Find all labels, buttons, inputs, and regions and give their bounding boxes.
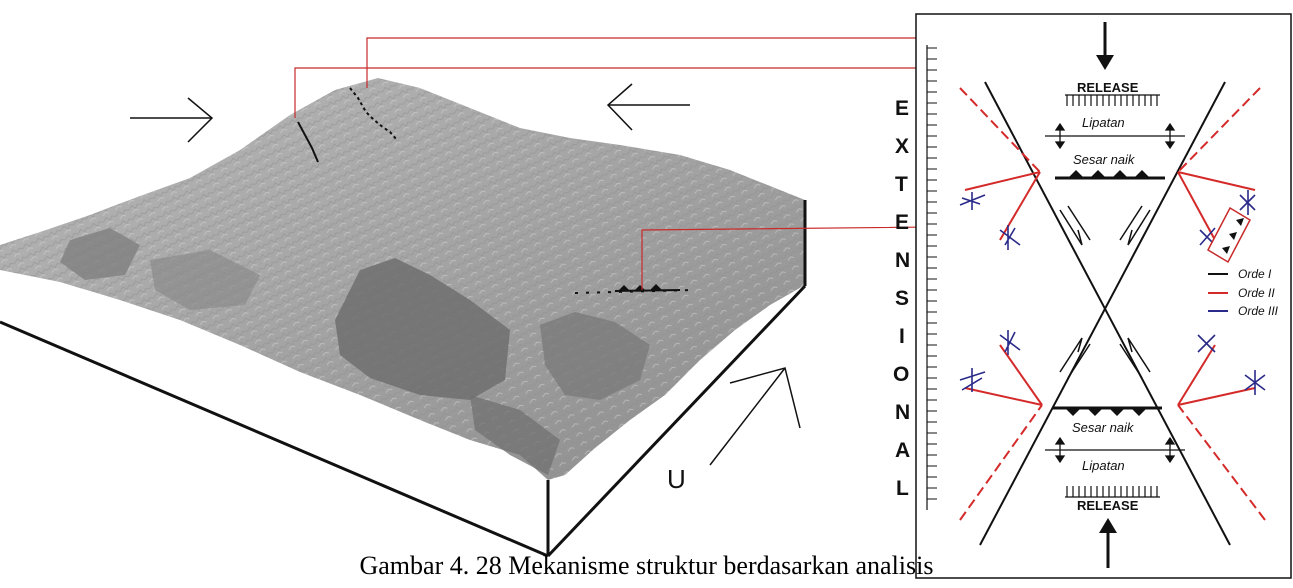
dark-relief bbox=[470, 395, 560, 475]
lipatan-bottom-label: Lipatan bbox=[1082, 458, 1125, 473]
thrust-fault-terrain bbox=[574, 284, 696, 294]
fault-trace-west bbox=[297, 121, 319, 163]
thrust-box-right bbox=[1207, 206, 1251, 264]
dark-relief bbox=[335, 258, 510, 400]
sigma1-arrow-top bbox=[1096, 22, 1114, 70]
north-label: U bbox=[667, 464, 686, 494]
strain-panel: E X T E N S I O N A L bbox=[893, 13, 1292, 579]
ext-letter: O bbox=[893, 363, 909, 386]
ext-letter: N bbox=[895, 249, 910, 272]
second-order-fault bbox=[959, 87, 1041, 173]
extensional-label: E X T E N S I O N A L bbox=[893, 97, 910, 500]
block-front-right-edge bbox=[546, 284, 807, 558]
strain-panel-frame bbox=[915, 13, 1292, 579]
thrust-symbol-bottom bbox=[1052, 406, 1162, 416]
ext-letter: A bbox=[895, 439, 910, 462]
dark-relief bbox=[150, 250, 260, 310]
ext-letter: E bbox=[895, 211, 909, 234]
ext-letter: T bbox=[895, 173, 908, 196]
sigma1-arrow-bottom bbox=[1099, 518, 1117, 568]
compression-arrow-left bbox=[130, 97, 214, 143]
figure-caption: Gambar 4. 28 Mekanisme struktur berdasar… bbox=[359, 551, 934, 580]
thrust-symbol-top bbox=[1055, 170, 1165, 180]
second-order-fault bbox=[1177, 87, 1261, 173]
second-order-shears bbox=[964, 171, 1256, 406]
main-fault-b bbox=[979, 81, 1226, 546]
release-comb-bottom bbox=[1065, 486, 1160, 498]
second-order-fault bbox=[959, 404, 1043, 521]
ext-letter: S bbox=[895, 287, 909, 310]
fault-trace-east bbox=[349, 87, 398, 141]
ext-letter: L bbox=[896, 477, 909, 500]
main-fault-a bbox=[984, 81, 1231, 546]
release-bottom-label: RELEASE bbox=[1077, 498, 1139, 513]
shear-sense-arrows bbox=[1059, 205, 1151, 379]
compression-arrow-right bbox=[606, 83, 690, 131]
sesar-naik-top-label: Sesar naik bbox=[1073, 152, 1136, 167]
legend-label: Orde II bbox=[1238, 286, 1275, 300]
ext-letter: E bbox=[895, 97, 909, 120]
third-order-extension-symbols bbox=[959, 190, 1266, 395]
release-top-label: RELEASE bbox=[1077, 80, 1139, 95]
ext-letter: X bbox=[895, 135, 909, 158]
block-front-left-edge bbox=[0, 320, 549, 558]
strain-scale-ticks bbox=[927, 47, 937, 500]
ext-letter: I bbox=[899, 325, 905, 348]
second-order-fault bbox=[1177, 404, 1266, 521]
release-comb-top bbox=[1065, 94, 1160, 106]
legend: Orde I Orde II Orde III bbox=[1208, 267, 1279, 318]
legend-label: Orde I bbox=[1238, 267, 1272, 281]
lipatan-top-label: Lipatan bbox=[1082, 115, 1125, 130]
dark-relief bbox=[60, 228, 140, 280]
terrain-block: U bbox=[0, 78, 807, 558]
legend-label: Orde III bbox=[1238, 304, 1279, 318]
dark-relief bbox=[540, 312, 650, 400]
sesar-naik-bottom-label: Sesar naik bbox=[1072, 420, 1135, 435]
north-arrow bbox=[709, 367, 801, 466]
fold-axis-bottom bbox=[1045, 436, 1185, 464]
ext-letter: N bbox=[895, 401, 910, 424]
fold-axis-top bbox=[1045, 122, 1185, 150]
